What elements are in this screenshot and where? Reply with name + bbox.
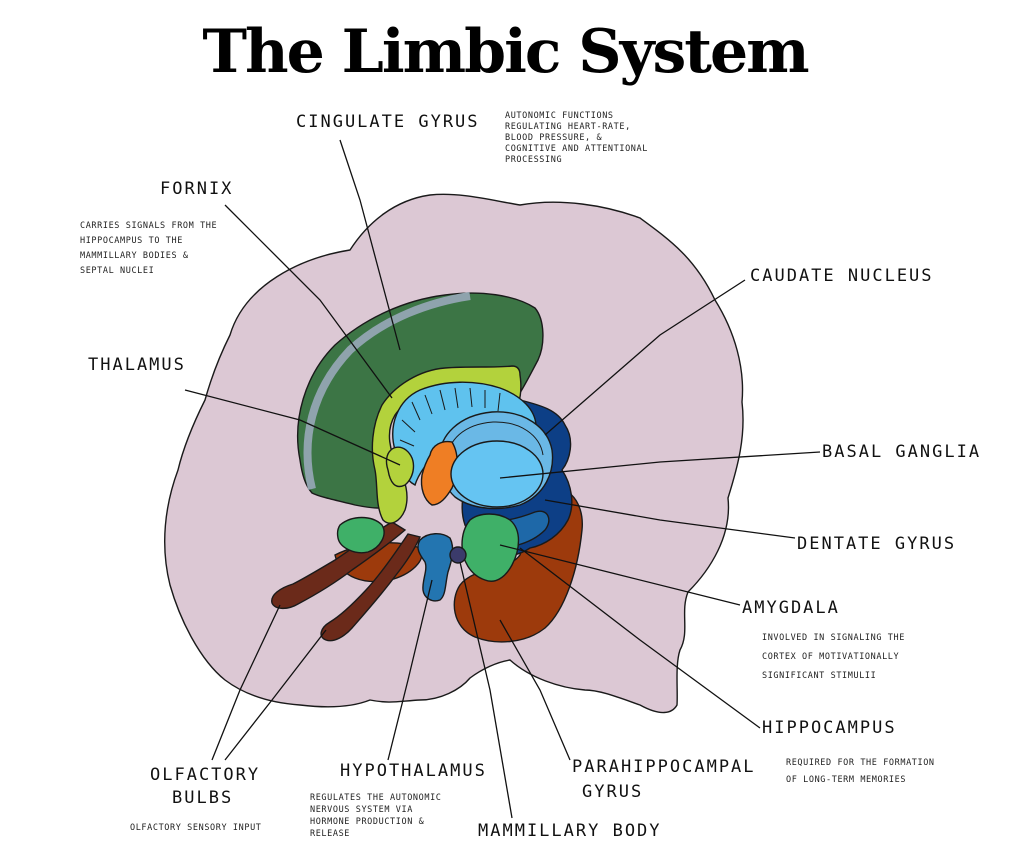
leader-lines (184, 139, 821, 819)
label-dentate-gyrus: DENTATE GYRUS (797, 534, 956, 554)
leader-amygdala (499, 544, 741, 606)
svg-text:OF LONG-TERM MEMORIES: OF LONG-TERM MEMORIES (786, 775, 906, 785)
note-olfactory: OLFACTORY SENSORY INPUT (130, 823, 262, 833)
label-mammillary-body: MAMMILLARY BODY (478, 821, 662, 841)
amygdala-small-shape (336, 516, 385, 554)
mammillary-body-shape (449, 546, 467, 564)
svg-text:PROCESSING: PROCESSING (505, 155, 562, 165)
label-parahippocampal-1: PARAHIPPOCAMPAL (572, 757, 756, 777)
svg-text:MAMMILLARY BODIES &: MAMMILLARY BODIES & (80, 251, 189, 261)
svg-text:BLOOD PRESSURE, &: BLOOD PRESSURE, & (505, 133, 602, 143)
label-cingulate-gyrus: CINGULATE GYRUS (296, 112, 480, 132)
svg-text:AUTONOMIC FUNCTIONS: AUTONOMIC FUNCTIONS (505, 111, 614, 121)
notes: AUTONOMIC FUNCTIONS REGULATING HEART-RAT… (80, 111, 935, 839)
leader-caudate (544, 279, 746, 436)
svg-text:HORMONE PRODUCTION &: HORMONE PRODUCTION & (310, 817, 425, 827)
label-parahippocampal-2: GYRUS (582, 782, 643, 802)
svg-text:RELEASE: RELEASE (310, 829, 350, 839)
leader-olfactory-2 (224, 629, 327, 761)
labels: CINGULATE GYRUS FORNIX CAUDATE NUCLEUS T… (88, 112, 981, 841)
svg-text:REQUIRED FOR THE FORMATION: REQUIRED FOR THE FORMATION (786, 758, 935, 768)
note-cingulate: AUTONOMIC FUNCTIONS REGULATING HEART-RAT… (505, 111, 648, 165)
leader-fornix (224, 204, 393, 399)
note-fornix: CARRIES SIGNALS FROM THE HIPPOCAMPUS TO … (80, 221, 217, 276)
label-thalamus: THALAMUS (88, 355, 186, 375)
leader-olfactory-1 (211, 604, 281, 761)
thalamus-striations (399, 387, 501, 447)
leader-cingulate (339, 139, 401, 351)
label-hypothalamus: HYPOTHALAMUS (340, 761, 487, 781)
cingulate-gray-stripe (303, 292, 471, 490)
label-caudate-nucleus: CAUDATE NUCLEUS (750, 266, 934, 286)
label-hippocampus: HIPPOCAMPUS (762, 718, 897, 738)
note-amygdala: INVOLVED IN SIGNALING THE CORTEX OF MOTI… (762, 633, 905, 681)
svg-text:CARRIES SIGNALS FROM THE: CARRIES SIGNALS FROM THE (80, 221, 217, 231)
leader-thalamus (184, 389, 401, 466)
svg-text:COGNITIVE AND ATTENTIONAL: COGNITIVE AND ATTENTIONAL (505, 144, 648, 154)
svg-text:REGULATING HEART-RATE,: REGULATING HEART-RATE, (505, 122, 631, 132)
fornix-loop (385, 446, 415, 488)
label-olfactory-2: BULBS (172, 788, 233, 808)
leader-basal-ganglia (499, 451, 821, 479)
leader-mammillary (459, 561, 513, 819)
svg-text:OLFACTORY SENSORY INPUT: OLFACTORY SENSORY INPUT (130, 823, 262, 833)
note-hypothalamus: REGULATES THE AUTONOMIC NERVOUS SYSTEM V… (310, 793, 442, 839)
basal-ganglia-shape (450, 440, 544, 508)
svg-text:NERVOUS SYSTEM VIA: NERVOUS SYSTEM VIA (310, 805, 413, 815)
svg-text:HIPPOCAMPUS TO THE: HIPPOCAMPUS TO THE (80, 236, 183, 246)
svg-text:SEPTAL NUCLEI: SEPTAL NUCLEI (80, 266, 154, 276)
svg-text:SIGNIFICANT STIMULII: SIGNIFICANT STIMULII (762, 671, 876, 681)
olfactory-bulb-shape-2 (320, 533, 421, 642)
label-basal-ganglia: BASAL GANGLIA (822, 442, 981, 462)
leader-hippocampus (519, 547, 761, 729)
diagram-title: The Limbic System (202, 17, 809, 87)
label-amygdala: AMYGDALA (742, 598, 840, 618)
hypothalamus-shape (417, 533, 454, 602)
svg-text:CORTEX OF MOTIVATIONALLY: CORTEX OF MOTIVATIONALLY (762, 652, 899, 662)
label-olfactory-1: OLFACTORY (150, 765, 260, 785)
note-hippocampus: REQUIRED FOR THE FORMATION OF LONG-TERM … (786, 758, 935, 785)
amygdala-shape (461, 513, 520, 582)
leader-hypothalamus (387, 579, 433, 761)
orange-structure (420, 440, 458, 506)
leader-parahippocampal (499, 619, 571, 761)
svg-text:INVOLVED IN SIGNALING THE: INVOLVED IN SIGNALING THE (762, 633, 905, 643)
leader-dentate (544, 499, 796, 539)
svg-text:REGULATES THE AUTONOMIC: REGULATES THE AUTONOMIC (310, 793, 442, 803)
label-fornix: FORNIX (160, 179, 233, 199)
